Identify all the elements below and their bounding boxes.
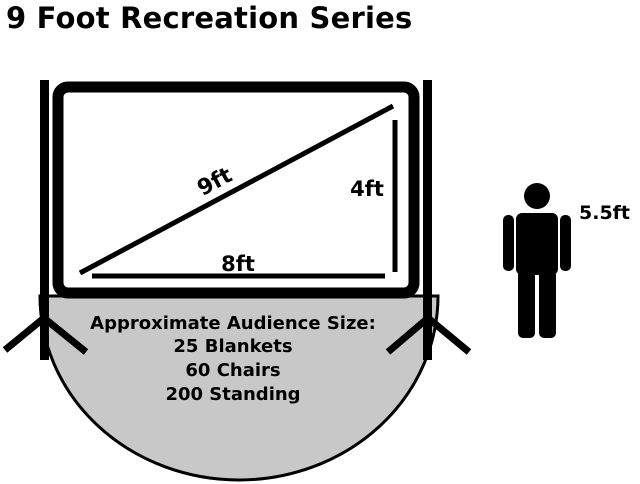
audience-area [38,294,440,482]
left-leg-stand [2,315,89,355]
audience-heading: Approximate Audience Size: [90,313,376,334]
person-icon [503,183,571,338]
diagonal-measure-line [78,103,395,276]
width-label: 8ft [221,252,255,276]
right-support-post [423,80,432,360]
left-support-post [40,80,49,360]
person-height-label: 5.5ft [579,202,630,224]
audience-line-standing: 200 Standing [165,384,300,405]
page-title: 9 Foot Recreation Series [6,1,413,35]
right-leg-stand [385,315,472,355]
audience-line-chairs: 60 Chairs [185,360,280,381]
height-label: 4ft [350,177,384,201]
audience-line-blankets: 25 Blankets [173,336,292,357]
